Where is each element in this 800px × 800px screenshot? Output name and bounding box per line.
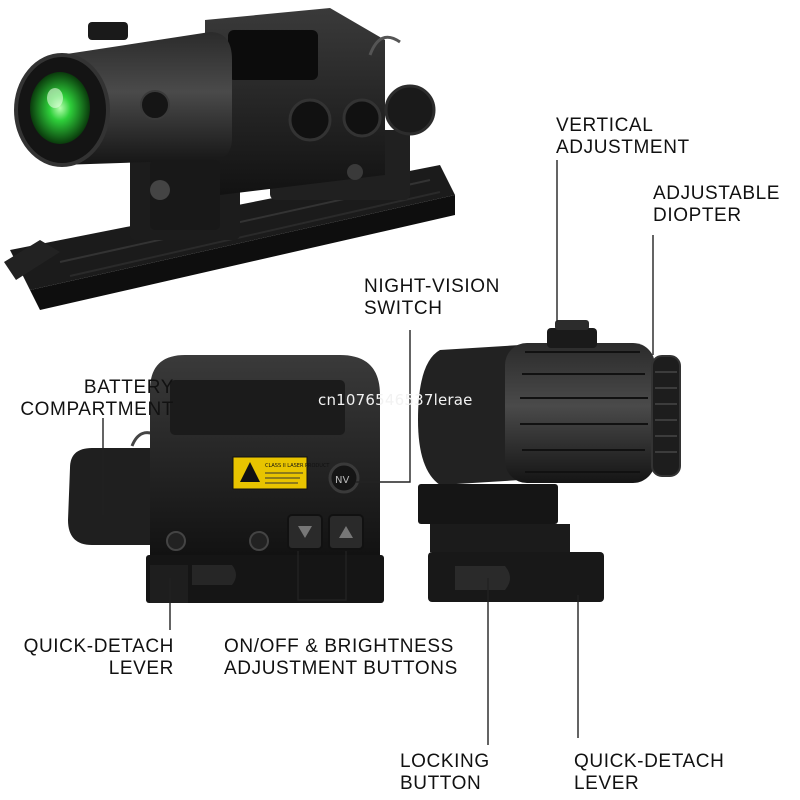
label-night-vision-switch: NIGHT-VISION SWITCH bbox=[364, 276, 500, 320]
label-line: ADJUSTMENT BUTTONS bbox=[224, 658, 458, 679]
label-buttons: ON/OFF & BRIGHTNESS ADJUSTMENT BUTTONS bbox=[224, 636, 458, 680]
nv-button-label: NV bbox=[335, 475, 349, 486]
label-line: ADJUSTABLE bbox=[653, 183, 781, 204]
label-line: ADJUSTMENT bbox=[556, 137, 690, 158]
label-line: COMPARTMENT bbox=[20, 399, 174, 420]
leader-lines bbox=[102, 160, 654, 745]
label-quick-detach-lever-left: QUICK-DETACH LEVER bbox=[10, 636, 174, 680]
label-line: DIOPTER bbox=[653, 205, 742, 226]
label-line: LEVER bbox=[574, 773, 640, 794]
laser-plate-text: CLASS II LASER PRODUCT bbox=[265, 463, 330, 469]
label-adjustable-diopter: ADJUSTABLE DIOPTER bbox=[653, 183, 780, 227]
label-line: LOCKING bbox=[400, 751, 490, 772]
label-line: QUICK-DETACH bbox=[23, 636, 174, 657]
leader-night-vision-switch bbox=[356, 330, 411, 483]
leader-buttons bbox=[297, 551, 347, 601]
watermark-text: cn1076546537lerae bbox=[318, 391, 473, 409]
label-line: ON/OFF & BRIGHTNESS bbox=[224, 636, 454, 657]
label-line: BATTERY bbox=[83, 377, 174, 398]
assembled-sight-on-rail bbox=[4, 8, 455, 310]
holographic-sight: CLASS II LASER PRODUCT NV bbox=[68, 355, 384, 603]
label-line: LEVER bbox=[108, 658, 174, 679]
label-line: SWITCH bbox=[364, 298, 443, 319]
label-locking-button: LOCKING BUTTON bbox=[400, 751, 490, 795]
label-battery-compartment: BATTERY COMPARTMENT bbox=[10, 377, 174, 421]
label-quick-detach-lever-right: QUICK-DETACH LEVER bbox=[574, 751, 724, 795]
label-line: QUICK-DETACH bbox=[574, 751, 725, 772]
label-vertical-adjustment: VERTICAL ADJUSTMENT bbox=[556, 115, 690, 159]
label-line: BUTTON bbox=[400, 773, 482, 794]
label-line: NIGHT-VISION bbox=[364, 276, 500, 297]
label-line: VERTICAL bbox=[556, 115, 654, 136]
magnifier bbox=[418, 320, 681, 602]
